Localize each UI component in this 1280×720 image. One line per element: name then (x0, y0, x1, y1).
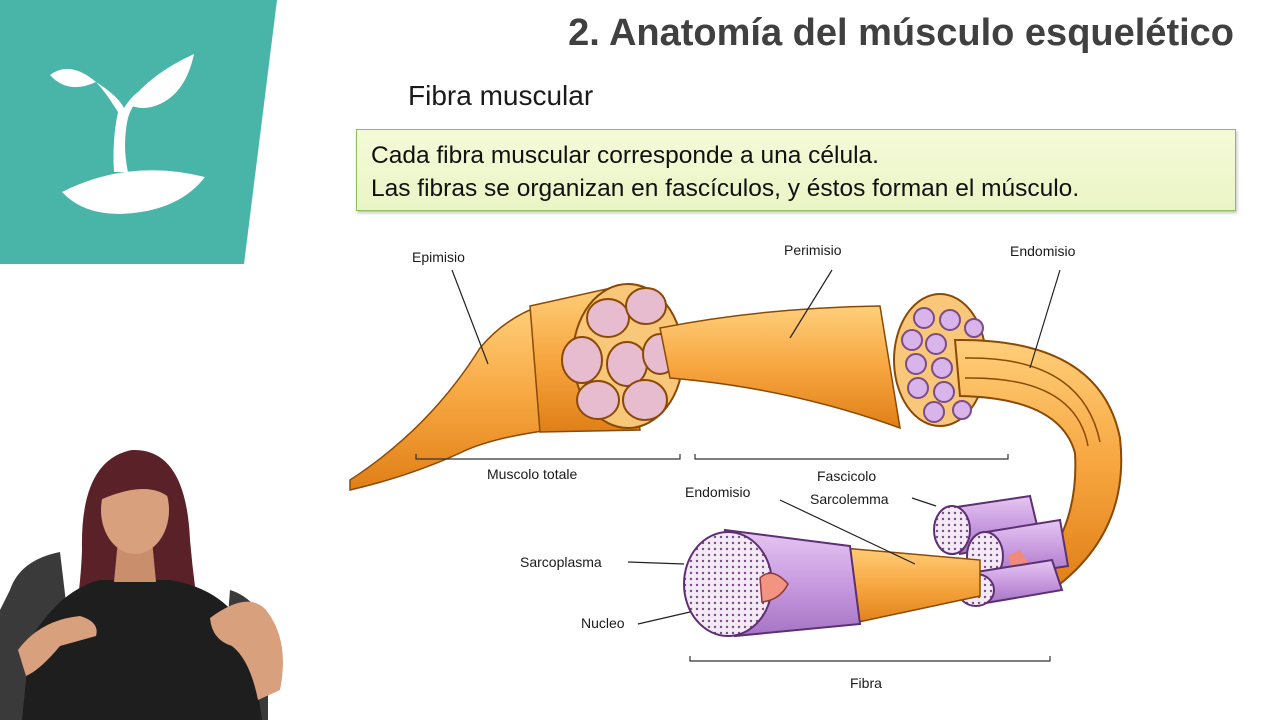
label-sarcoplasma: Sarcoplasma (520, 554, 602, 570)
slide-title: 2. Anatomía del músculo esquelético (568, 12, 1234, 54)
muscle-anatomy-diagram: Epimisio Perimisio Endomisio Muscolo tot… (349, 242, 1123, 691)
label-endomisio-mid: Endomisio (685, 484, 751, 500)
label-perimisio: Perimisio (784, 242, 842, 258)
fiber-nucleus (759, 572, 789, 603)
leader-lines (451, 269, 1061, 625)
hand-left (18, 616, 97, 676)
logo-panel (0, 0, 277, 264)
label-sarcolemma: Sarcolemma (810, 491, 889, 507)
presenter-video (0, 449, 283, 720)
label-endomisio-top: Endomisio (1010, 243, 1076, 259)
hand-right (210, 601, 283, 700)
muscle-tail (349, 304, 551, 491)
callout-line-1: Cada fibra muscular corresponde a una cé… (371, 142, 879, 169)
fiber-cross-section (683, 531, 773, 637)
label-muscolo-totale: Muscolo totale (487, 466, 577, 482)
label-epimisio: Epimisio (412, 249, 465, 265)
fascicle-body (659, 305, 901, 430)
slide-subtitle: Fibra muscular (408, 80, 594, 111)
callout-box: Cada fibra muscular corresponde a una cé… (356, 129, 1236, 211)
label-fascicolo: Fascicolo (817, 468, 876, 484)
label-nucleo: Nucleo (581, 615, 625, 631)
torso (22, 580, 262, 720)
brackets (415, 454, 1051, 662)
callout-line-2: Las fibras se organizan en fascículos, y… (371, 175, 1080, 202)
label-fibra: Fibra (850, 675, 882, 691)
fringe (100, 461, 172, 500)
sprout-icon (50, 54, 205, 214)
